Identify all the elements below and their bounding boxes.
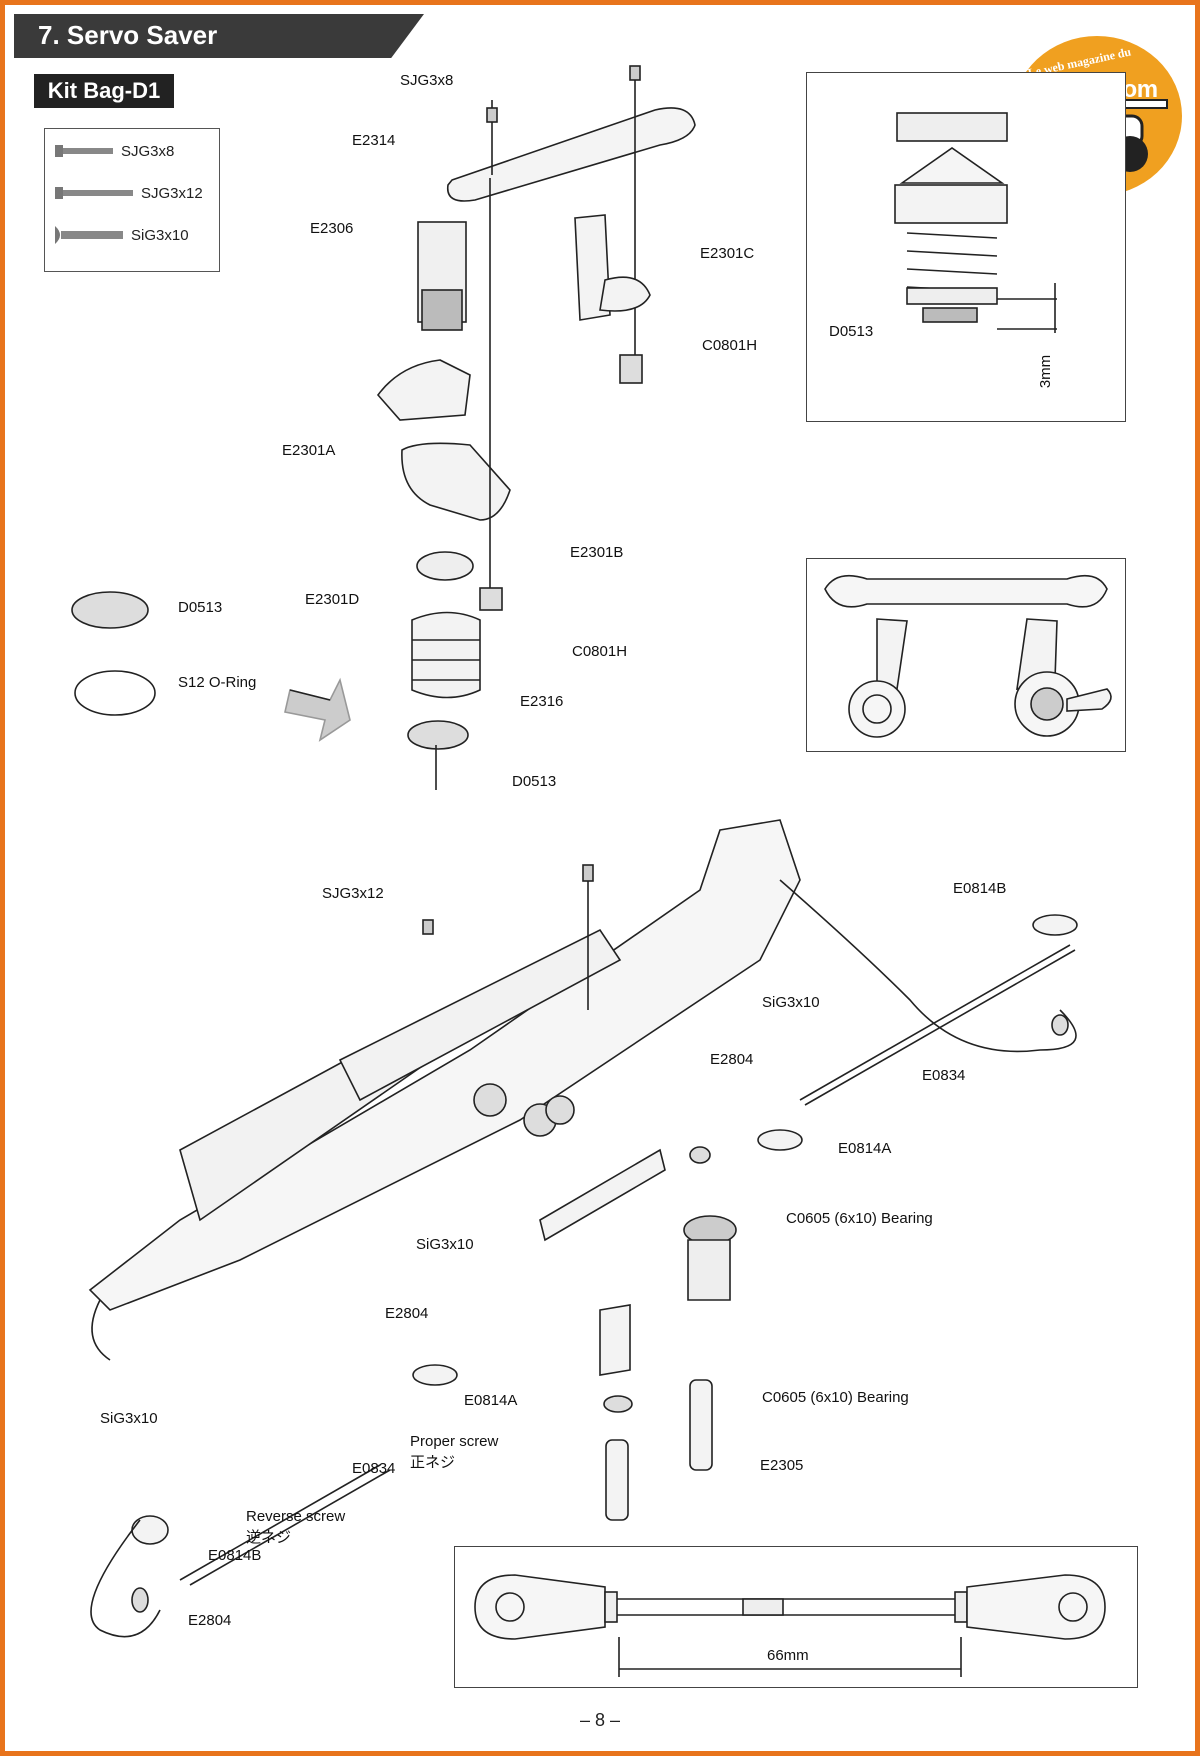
callout-sig3x10-top: SiG3x10 xyxy=(762,994,820,1011)
callout-e0814a-mid: E0814A xyxy=(464,1392,518,1409)
top-assembly xyxy=(71,65,696,790)
screw-legend-item: SJG3x8 xyxy=(55,141,174,161)
turnbuckle-dimension: 66mm xyxy=(767,1647,809,1664)
page-number: – 8 – xyxy=(579,1710,621,1730)
callout-sig3x10-left: SiG3x10 xyxy=(100,1410,158,1427)
callout-e2305: E2305 xyxy=(760,1457,804,1474)
callout-e2301b: E2301B xyxy=(570,544,624,561)
bottom-assembly xyxy=(88,819,1078,1638)
servo-saver-detail-drawing xyxy=(894,112,1057,333)
section-title: 7. Servo Saver xyxy=(38,20,218,50)
callout-proper-screw-jp: 正ネジ xyxy=(410,1454,456,1471)
screw-icon xyxy=(55,187,133,199)
callout-e2804-mid: E2804 xyxy=(385,1305,429,1322)
assembled-servo-saver-drawing xyxy=(824,574,1112,738)
callout-e0834-mid: E0834 xyxy=(352,1460,396,1477)
detail-box-turnbuckle: 66mm xyxy=(454,1546,1138,1688)
detail-box-spring: D0513 3mm xyxy=(806,72,1126,422)
screw-icon xyxy=(55,226,123,244)
direction-arrow xyxy=(289,689,331,701)
screw-legend-item: SJG3x12 xyxy=(55,183,203,203)
callout-e0814b-bottom: E0814B xyxy=(208,1547,262,1564)
detail-part-label: D0513 xyxy=(829,323,874,340)
callout-sjg3x12: SJG3x12 xyxy=(322,885,384,902)
callout-e2301c: E2301C xyxy=(700,245,755,262)
callout-sjg3x8: SJG3x8 xyxy=(400,72,454,89)
section-header: 7. Servo Saver xyxy=(14,14,424,58)
callout-e2804-top: E2804 xyxy=(710,1051,754,1068)
callout-c0605-top: C0605 (6x10) Bearing xyxy=(786,1210,933,1227)
screw-icon xyxy=(55,145,113,157)
callout-s12-oring: S12 O-Ring xyxy=(178,674,257,691)
callout-e0834-top: E0834 xyxy=(922,1067,966,1084)
detail-box-assembly xyxy=(806,558,1126,752)
callout-reverse-screw: Reverse screw xyxy=(246,1508,346,1525)
callout-c0801h-mid: C0801H xyxy=(572,643,628,660)
callout-sig3x10-mid: SiG3x10 xyxy=(416,1236,474,1253)
callout-e2314: E2314 xyxy=(352,132,396,149)
kit-bag-label: Kit Bag-D1 xyxy=(34,74,174,108)
callout-e0814a-top: E0814A xyxy=(838,1140,892,1157)
callout-e2301d: E2301D xyxy=(305,591,360,608)
turnbuckle-drawing xyxy=(474,1574,1106,1677)
screw-legend-label: SJG3x8 xyxy=(121,142,175,160)
callout-e2301a: E2301A xyxy=(282,442,336,459)
callout-proper-screw: Proper screw xyxy=(410,1433,499,1450)
callout-d0513-bottom: D0513 xyxy=(512,773,557,790)
detail-dimension: 3mm xyxy=(1037,354,1055,389)
screw-legend-item: SiG3x10 xyxy=(55,225,189,245)
callout-d0513-left: D0513 xyxy=(178,599,223,616)
callout-c0605-bottom: C0605 (6x10) Bearing xyxy=(762,1389,909,1406)
screw-legend-label: SJG3x12 xyxy=(141,184,203,202)
callout-e2804-bottom: E2804 xyxy=(188,1612,232,1629)
callout-e0814b-top: E0814B xyxy=(953,880,1007,897)
callout-e2306: E2306 xyxy=(310,220,354,237)
callout-reverse-screw-jp: 逆ネジ xyxy=(246,1529,292,1546)
screw-legend-label: SiG3x10 xyxy=(131,226,189,244)
callout-e2316: E2316 xyxy=(520,693,564,710)
screw-legend: SJG3x8 SJG3x12 SiG3x10 xyxy=(44,128,220,272)
callout-c0801h-top: C0801H xyxy=(702,337,758,354)
